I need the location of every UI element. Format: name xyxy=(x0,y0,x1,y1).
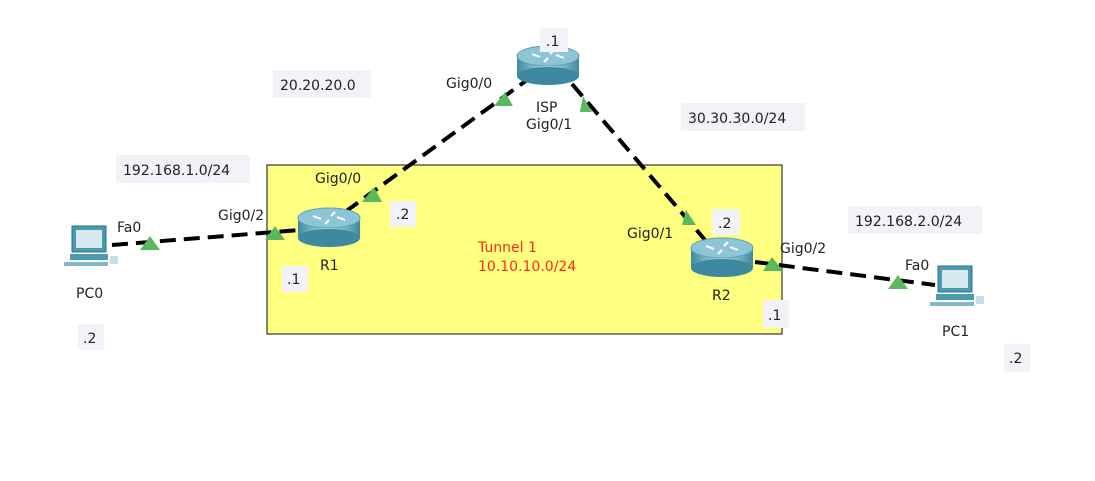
r1-if-gig00: Gig0/0 xyxy=(315,171,361,187)
r2-lan-address: .1 xyxy=(768,308,781,324)
r1-name: R1 xyxy=(320,258,339,274)
pc1-if: Fa0 xyxy=(905,258,929,274)
pc-icon[interactable] xyxy=(929,265,985,307)
router-icon[interactable] xyxy=(690,237,754,278)
r2-if-gig01: Gig0/1 xyxy=(627,226,673,242)
tunnel-name: Tunnel 1 xyxy=(477,240,537,256)
isp-if-gig00: Gig0/0 xyxy=(446,76,492,92)
r1-if-gig02: Gig0/2 xyxy=(218,208,264,224)
isp-address: .1 xyxy=(546,34,559,50)
r2-if-gig02: Gig0/2 xyxy=(780,241,826,257)
isp-if-gig01: Gig0/1 xyxy=(526,117,572,133)
link-isp-r2[interactable] xyxy=(570,82,707,242)
pc-icon[interactable] xyxy=(63,225,119,267)
tunnel-subnet: 10.10.10.0/24 xyxy=(478,259,576,275)
link-pc0-r1[interactable] xyxy=(111,228,301,247)
pc0-if: Fa0 xyxy=(117,220,141,236)
pc1-address: .2 xyxy=(1009,351,1022,367)
link-up-indicators xyxy=(140,92,908,289)
r1-wan-address: .2 xyxy=(396,207,409,223)
pc0-name: PC0 xyxy=(76,286,103,302)
r2-name: R2 xyxy=(712,288,731,304)
pc1-name: PC1 xyxy=(942,324,969,340)
network-label: 192.168.1.0/24 xyxy=(123,163,230,179)
pc0-address: .2 xyxy=(83,331,96,347)
network-label: 192.168.2.0/24 xyxy=(855,214,962,230)
network-label: 20.20.20.0 xyxy=(280,78,356,94)
isp-name: ISP xyxy=(536,100,557,116)
router-icon[interactable] xyxy=(297,207,361,248)
network-label: 30.30.30.0/24 xyxy=(688,111,786,127)
r1-lan-address: .1 xyxy=(287,272,300,288)
r2-wan-address: .2 xyxy=(718,216,731,232)
link-r2-pc1[interactable] xyxy=(754,260,936,287)
